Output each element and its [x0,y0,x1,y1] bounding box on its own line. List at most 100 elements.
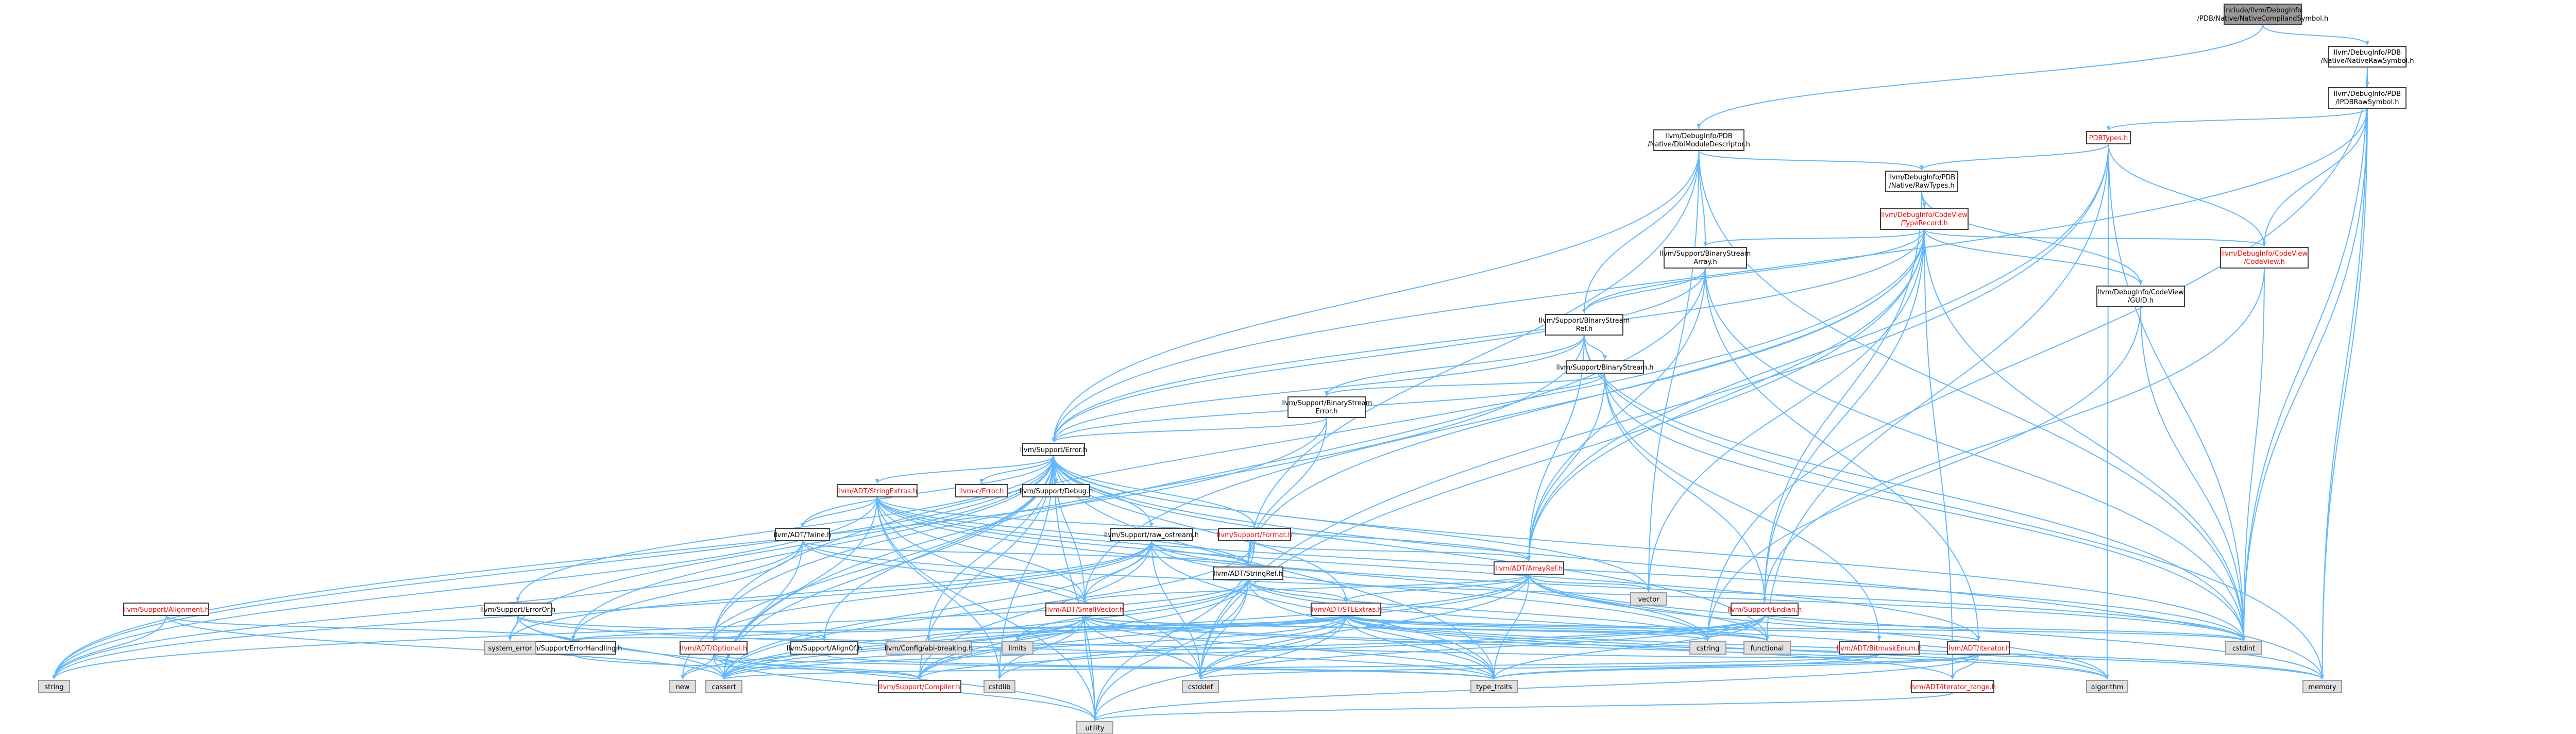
edge-stringextras-to-iterator [876,496,1980,641]
node-label: llvm/DebugInfo/PDB [1665,132,1732,140]
edge-guid-to-cstring [1706,306,2141,641]
edge-error-to-utility [1053,455,1097,721]
edge-stlextras-to-cstdint [1345,615,2246,641]
node-alignof[interactable]: llvm/Support/AlignOf.h [787,641,862,655]
node-endian[interactable]: llvm/Support/Endian.h [1727,603,1802,616]
node-error[interactable]: llvm/Support/Error.h [1020,443,1088,456]
edge-error-to-cassert [722,455,1054,680]
node-layer: include/llvm/DebugInfo/PDB/Native/Native… [38,4,2414,734]
node-label: llvm/Support/Alignment.h [123,606,209,614]
node-cassert: cassert [705,680,742,693]
node-typerec[interactable]: llvm/DebugInfo/CodeView/TypeRecord.h [1880,208,1969,230]
node-stlextras[interactable]: llvm/ADT/STLExtras.h [1310,603,1382,616]
node-label: llvm/DebugInfo/PDB [2334,90,2401,98]
edge-bsarray-to-error [1052,268,1706,443]
node-box [2328,87,2406,109]
node-stringref[interactable]: llvm/ADT/StringRef.h [1213,566,1283,580]
node-guid[interactable]: llvm/DebugInfo/CodeView/GUID.h [2096,286,2185,307]
node-label: llvm/Support/AlignOf.h [787,645,862,653]
node-box [984,680,1015,693]
node-box [1545,314,1623,336]
node-format[interactable]: llvm/Support/Format.h [1217,528,1292,541]
node-alignment[interactable]: llvm/Support/Alignment.h [123,603,209,616]
node-nrs[interactable]: llvm/DebugInfo/PDB/Native/NativeRawSymbo… [2320,46,2414,68]
node-dbimd[interactable]: llvm/DebugInfo/PDB/Native/DbiModuleDescr… [1648,129,1750,151]
node-itrange[interactable]: llvm/ADT/iterator_range.h [1909,680,1996,693]
node-box [1880,208,1969,230]
node-label: llvm/DebugInfo/PDB [1888,174,1955,181]
edge-arrayref-to-smallvector [1082,574,1530,603]
edge-rawostream-to-systemerror [508,540,1152,641]
edge-iterator-to-utility [1093,654,1979,721]
node-stringextras[interactable]: llvm/ADT/StringExtras.h [837,484,918,497]
edge-pdbtypes-to-rawtypes [1920,143,2109,171]
node-erroror[interactable]: llvm/Support/ErrorOr.h [480,603,555,616]
node-box [1743,641,1791,655]
edge-rawostream-to-string [52,540,1152,680]
node-label: llvm/ADT/ArrayRef.h [1495,565,1563,573]
edge-error-to-format [1053,455,1257,528]
node-rawtypes[interactable]: llvm/DebugInfo/PDB/Native/RawTypes.h [1885,171,1958,192]
edge-bsarray-to-cassert [722,268,1706,680]
edge-alignment-to-cassert [165,615,726,680]
edge-typerec-to-bsarray [1703,229,1925,247]
edge-format-to-cassert [722,540,1255,680]
edge-stringextras-to-cstddef [876,496,1202,680]
node-box [1664,247,1747,269]
edge-bsarray-to-cstdint [1705,268,2246,641]
edge-stlextras-to-algorithm [1345,615,2109,680]
node-box [1076,721,1113,734]
node-label: llvm/Support/Compiler.h [879,683,960,691]
edge-typerec-to-cstdint [1924,229,2246,641]
edge-bstream-to-bserror [1325,373,1605,396]
node-twine[interactable]: llvm/ADT/Twine.h [774,528,832,541]
node-box [1182,680,1219,693]
edge-ipdb-to-memory [2320,108,2368,680]
node-box [669,680,696,693]
node-new: new [669,680,696,693]
node-box [484,641,536,655]
node-debug[interactable]: llvm/Support/Debug.h [1020,484,1093,497]
node-iterator[interactable]: llvm/ADT/iterator.h [1947,641,2010,655]
node-optional[interactable]: llvm/ADT/Optional.h [680,641,748,655]
edge-stlextras-to-errhandling [571,615,1347,641]
node-label: llvm/Support/Format.h [1217,531,1292,539]
node-box [1839,641,1920,655]
node-systemerror: system_error [484,641,536,655]
node-smallvector[interactable]: llvm/ADT/SmallVector.h [1045,603,1124,616]
node-label: llvm/Support/Endian.h [1727,606,1802,614]
node-bitmask[interactable]: llvm/ADT/BitmaskEnum.h [1837,641,1922,655]
edge-bstream-to-endian [1604,373,1767,603]
edge-nrs-to-memory [2320,66,2368,680]
node-arrayref[interactable]: llvm/ADT/ArrayRef.h [1494,561,1564,575]
node-cstring: cstring [1689,641,1726,655]
node-errhandling[interactable]: llvm/Support/ErrorHandling.h [524,641,622,655]
node-label: string [44,683,63,691]
node-pdbtypes[interactable]: PDBTypes.h [2086,131,2131,144]
node-ipdb[interactable]: llvm/DebugInfo/PDB/IPDBRawSymbol.h [2328,87,2406,109]
node-box [1630,592,1667,606]
node-label: cassert [711,683,736,691]
edge-rawostream-to-cstring [1151,540,1710,641]
edge-error-to-vector [1053,455,1651,592]
node-vector: vector [1630,592,1667,606]
node-root: include/llvm/DebugInfo/PDB/Native/Native… [2197,4,2328,25]
node-label: llvm/ADT/iterator.h [1947,645,2010,653]
node-compiler[interactable]: llvm/Support/Compiler.h [878,680,961,693]
edge-arrayref-to-functional [1528,574,1769,641]
node-label: llvm-c/Error.h [959,488,1004,495]
edge-error-to-cstdint [1053,455,2246,641]
node-cerror[interactable]: llvm-c/Error.h [955,484,1008,497]
edge-stringref-to-cstddef [1198,579,1249,680]
node-rawostream[interactable]: llvm/Support/raw_ostream.h [1104,528,1199,541]
node-box [2225,641,2262,655]
node-box [1311,603,1381,616]
node-label: vector [1638,596,1659,604]
edge-nrs-to-cstdint [2242,66,2368,641]
node-codeview[interactable]: llvm/DebugInfo/CodeView/CodeView.h [2220,247,2309,269]
node-bstream[interactable]: llvm/Support/BinaryStream.h [1556,360,1654,374]
